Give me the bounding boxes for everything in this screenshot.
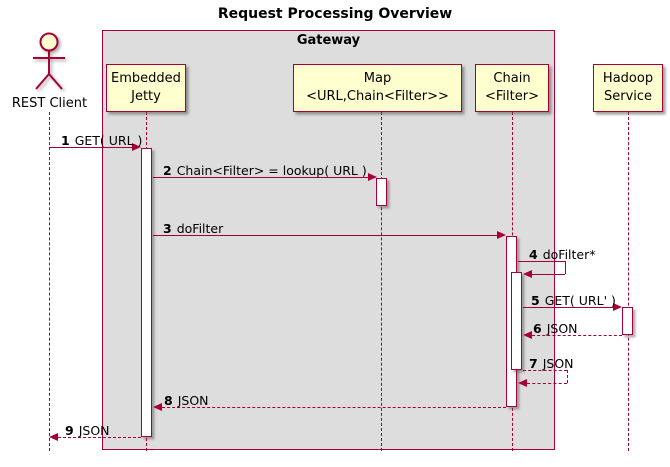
message-7-line-bottom — [527, 383, 567, 384]
message-8-arrowhead-icon — [153, 403, 162, 411]
message-7-text: JSON — [542, 356, 574, 371]
message-6-line — [532, 335, 622, 336]
participant-embedded-jetty-line2: Jetty — [131, 89, 161, 104]
participant-map: Map <URL,Chain<Filter>> — [293, 64, 462, 112]
participant-map-line1: Map — [363, 71, 392, 87]
message-3-arrowhead-icon — [497, 231, 506, 239]
message-2-line — [153, 177, 368, 178]
message-9-text: JSON — [78, 423, 110, 438]
participant-chain-line1: Chain — [493, 71, 531, 87]
message-2-text: Chain<Filter> = lookup( URL ) — [176, 163, 367, 178]
actor-icon — [33, 32, 65, 90]
message-5-number: 5 — [531, 293, 540, 308]
message-1-label: 1 GET( URL ) — [61, 133, 142, 148]
message-5-arrowhead-icon — [613, 303, 622, 311]
message-1-line — [49, 147, 132, 148]
participant-map-line2: <URL,Chain<Filter>> — [306, 89, 449, 104]
activation-hadoop-service — [622, 307, 633, 335]
actor-label: REST Client — [11, 96, 88, 111]
lifeline-rest-client — [49, 112, 50, 451]
participant-hadoop-service-line1: Hadoop — [602, 71, 654, 87]
message-4-line-bottom — [532, 274, 565, 275]
message-9-arrowhead-icon — [49, 433, 58, 441]
message-6-label: 6 JSON — [533, 321, 578, 336]
message-8-label: 8 JSON — [164, 393, 209, 408]
message-4-text: doFilter* — [542, 247, 596, 262]
message-5-line — [523, 307, 613, 308]
activation-chain-nested — [511, 272, 522, 370]
message-1-arrowhead-icon — [132, 143, 141, 151]
message-3-label: 3 doFilter — [163, 221, 223, 236]
message-6-number: 6 — [533, 321, 542, 336]
message-5-label: 5 GET( URL' ) — [531, 293, 616, 308]
participant-hadoop-service: Hadoop Service — [593, 64, 663, 112]
message-4-line-vertical — [565, 261, 566, 274]
participant-chain-line2: <Filter> — [485, 89, 539, 104]
activation-embedded-jetty — [141, 148, 152, 437]
message-8-line — [162, 407, 506, 408]
message-6-arrowhead-icon — [523, 331, 532, 339]
message-7-line-top — [523, 370, 567, 371]
message-4-number: 4 — [529, 247, 538, 262]
message-7-label: 7 JSON — [529, 356, 574, 371]
message-1-text: GET( URL ) — [74, 133, 143, 148]
message-3-line — [153, 235, 497, 236]
message-2-label: 2 Chain<Filter> = lookup( URL ) — [163, 163, 367, 178]
message-9-label: 9 JSON — [65, 423, 110, 438]
activation-map — [376, 178, 387, 206]
message-2-number: 2 — [163, 163, 172, 178]
message-9-number: 9 — [65, 423, 74, 438]
message-3-text: doFilter — [176, 221, 224, 236]
message-8-number: 8 — [164, 393, 173, 408]
lifeline-hadoop-service — [628, 112, 629, 451]
message-7-line-vertical — [567, 370, 568, 383]
lifeline-map — [381, 112, 382, 451]
message-8-text: JSON — [177, 393, 209, 408]
message-2-arrowhead-icon — [368, 173, 377, 181]
message-4-label: 4 doFilter* — [529, 247, 596, 262]
diagram-title: Request Processing Overview — [217, 6, 453, 22]
participant-embedded-jetty-line1: Embedded — [111, 71, 181, 87]
message-9-line — [58, 437, 141, 438]
message-6-text: JSON — [546, 321, 578, 336]
participant-chain: Chain <Filter> — [475, 64, 549, 112]
participant-hadoop-service-line2: Service — [603, 89, 653, 104]
message-3-number: 3 — [163, 221, 172, 236]
message-1-number: 1 — [61, 133, 70, 148]
participant-embedded-jetty: Embedded Jetty — [106, 64, 186, 112]
message-4-arrowhead-icon — [523, 270, 532, 278]
gateway-frame-label: Gateway — [296, 33, 361, 48]
message-5-text: GET( URL' ) — [544, 293, 616, 308]
message-4-line-top — [518, 261, 565, 262]
message-7-arrowhead-icon — [518, 379, 527, 387]
message-7-number: 7 — [529, 356, 538, 371]
